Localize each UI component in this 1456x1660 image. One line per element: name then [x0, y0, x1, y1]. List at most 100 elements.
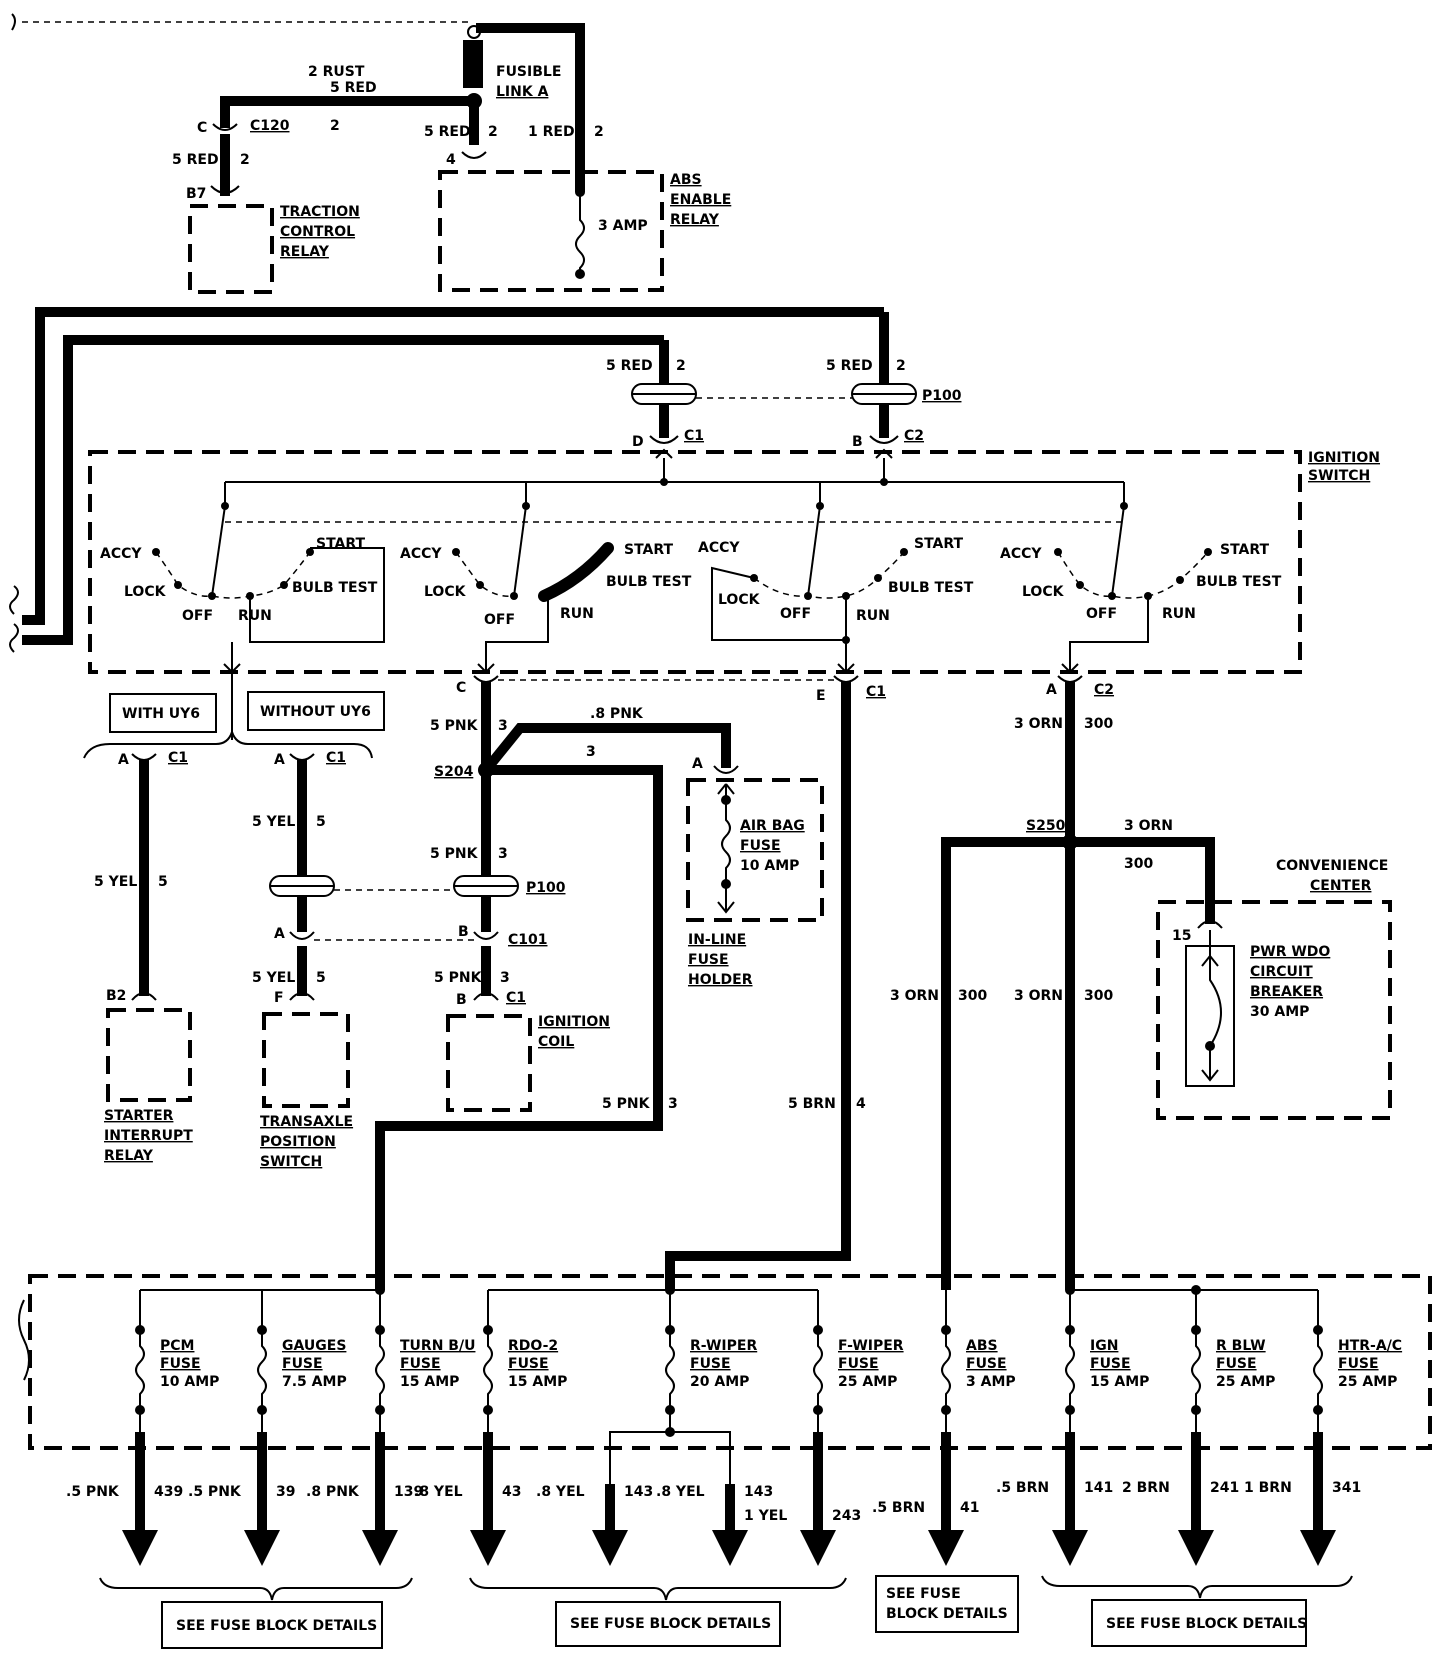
- sw3-accy-label: ACCY: [698, 540, 740, 556]
- output-arrowhead: [928, 1530, 964, 1566]
- wire-5yel-a: 5 YEL: [94, 874, 137, 890]
- fuse-label: 10 AMP: [160, 1374, 219, 1390]
- c101-b-connector: [473, 931, 499, 940]
- sw1-lock: [174, 581, 182, 589]
- without-uy6-box: [247, 691, 385, 731]
- a-c2-connector: [1057, 675, 1083, 683]
- sw2-run-wire: [485, 596, 549, 672]
- abs-amp: 3 AMP: [598, 218, 648, 234]
- sw1-lock-label: LOCK: [124, 584, 167, 600]
- fuse-label: FUSE: [400, 1356, 441, 1372]
- traction-relay-label-1: TRACTION: [280, 204, 360, 220]
- sw2-accy-label: ACCY: [400, 546, 442, 562]
- wire-1red-label: 1 RED: [528, 124, 575, 140]
- abs-relay-label-2: ENABLE: [670, 192, 731, 208]
- ignition-title-2: SWITCH: [1308, 468, 1370, 484]
- pin-c: C: [456, 680, 466, 696]
- output-arrowhead: [470, 1530, 506, 1566]
- fuse-label: 15 AMP: [400, 1374, 459, 1390]
- fusible-link-a: [463, 40, 483, 88]
- sw3-off-label: OFF: [780, 606, 811, 622]
- wire-8pnk-num: 3: [586, 744, 596, 760]
- see-fuse-block-3-label-1: SEE FUSE: [886, 1586, 961, 1602]
- breaker-arrow-bottom: [1201, 1046, 1219, 1082]
- coil-label-2: COIL: [538, 1034, 574, 1050]
- p100-label: P100: [922, 388, 962, 404]
- wire-5red-c-label: 5 RED: [424, 124, 471, 140]
- fuse-element: [1065, 1330, 1075, 1410]
- sw2-off-label: OFF: [484, 612, 515, 628]
- airbag-pin: A: [692, 756, 703, 772]
- abs-enable-relay: [438, 170, 664, 292]
- airbag-connector: [713, 765, 739, 774]
- fuse-element: [1313, 1330, 1323, 1410]
- fuse-label: FUSE: [1090, 1356, 1131, 1372]
- wire-5red-b-label: 5 RED: [172, 152, 219, 168]
- wire-5brn: [665, 682, 851, 1290]
- fuse-label: IGN: [1090, 1338, 1118, 1354]
- sw1-blade: [211, 505, 226, 597]
- output-wire-label: 2 BRN: [1122, 1480, 1170, 1496]
- output-wire-label: .8 YEL: [414, 1484, 463, 1500]
- c1-a2: C1: [326, 750, 346, 766]
- sw3-run-label: RUN: [856, 608, 890, 624]
- rwiper-split-node: [665, 1427, 675, 1437]
- sw2-arc: [455, 551, 515, 598]
- sw2-lock-label: LOCK: [424, 584, 467, 600]
- output-arrowhead: [362, 1530, 398, 1566]
- wire-3orn-4-num: 300: [1084, 988, 1113, 1004]
- inline-fuse-holder: [686, 778, 824, 922]
- ignition-switch-box: [88, 450, 1302, 674]
- wire-8pnk-label: .8 PNK: [590, 706, 644, 722]
- fuse-label: FUSE: [1216, 1356, 1257, 1372]
- breaker-pin: 15: [1172, 928, 1191, 944]
- ignition-switch: IGNITION SWITCH ACCY LOCK OFF: [88, 450, 1380, 674]
- left-break-mark: [11, 13, 16, 31]
- feed-wire-outer: [22, 307, 889, 625]
- out-arrow-2: [477, 663, 495, 674]
- coil-c1: C1: [506, 990, 526, 1006]
- sw2-bulb-label: BULB TEST: [606, 574, 692, 590]
- c1-a1: C1: [168, 750, 188, 766]
- wire-3orn-3: 3 ORN: [890, 988, 939, 1004]
- output-wire-label: .8 PNK: [306, 1484, 360, 1500]
- wire-5red-d: 5 RED: [606, 358, 653, 374]
- c1-top-connector: [649, 435, 679, 444]
- wire-5pnk-4-label: 5 PNK: [602, 1096, 651, 1112]
- see-fuse-block-2[interactable]: [555, 1601, 781, 1647]
- e-connector: [833, 675, 859, 683]
- wire-5pnk-4-num: 3: [668, 1096, 678, 1112]
- output-arrowhead: [800, 1530, 836, 1566]
- fuse-label: 25 AMP: [838, 1374, 897, 1390]
- wire-5yel-b: 5 YEL: [252, 814, 295, 830]
- wire-5pnk-3-num: 3: [500, 970, 510, 986]
- output-wire-label: 1 BRN: [1244, 1480, 1292, 1496]
- pin-a2: A: [274, 752, 285, 768]
- transaxle-position-switch: [262, 1012, 350, 1108]
- abs-relay-connector: [461, 151, 487, 159]
- convenience-label-2: CENTER: [1310, 878, 1372, 894]
- see-fuse-block-1[interactable]: [161, 1601, 383, 1649]
- see-fuse-block-3[interactable]: [875, 1575, 1019, 1633]
- fuse-label: 25 AMP: [1216, 1374, 1275, 1390]
- left-break-mark-2: [9, 585, 19, 615]
- sw1-arc: [155, 551, 311, 599]
- sw4-accy-label: ACCY: [1000, 546, 1042, 562]
- coil-connector: [473, 992, 499, 1001]
- abs-relay-terminal-bottom: [575, 269, 585, 279]
- see-fuse-block-4[interactable]: [1091, 1599, 1307, 1647]
- sw3-accy-run-wire: [711, 566, 847, 641]
- breaker-label-4: 30 AMP: [1250, 1004, 1309, 1020]
- wire-3orn-breaker: [1070, 837, 1215, 924]
- c1-a2-connector: [289, 753, 315, 761]
- s204-label: S204: [434, 764, 474, 780]
- output-wire-label: .8 YEL: [656, 1484, 705, 1500]
- left-break-mark-3: [9, 623, 19, 653]
- fuse-label: HTR-A/C: [1338, 1338, 1402, 1354]
